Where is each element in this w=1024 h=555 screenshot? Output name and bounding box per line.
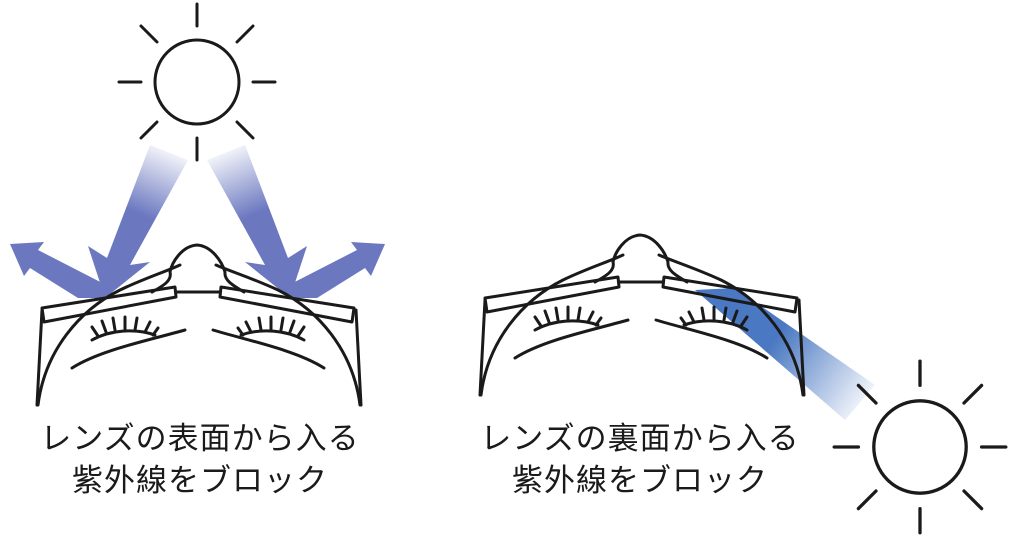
- right-sun-icon: [832, 359, 1008, 535]
- left-caption: レンズの表面から入る 紫外線をブロック: [0, 418, 410, 502]
- left-sun-icon: [117, 2, 277, 162]
- left-caption-line2: 紫外線をブロック: [72, 463, 328, 499]
- reflected-uv-arrow-right: [283, 242, 385, 298]
- left-face-with-glasses-icon: [35, 243, 363, 407]
- right-caption-line2: 紫外線をブロック: [512, 463, 768, 499]
- left-caption-line1: レンズの表面から入る: [40, 421, 360, 457]
- incoming-uv-arrow-right: [207, 145, 307, 298]
- right-caption: レンズの裏面から入る 紫外線をブロック: [430, 418, 850, 502]
- back-uv-beam: [695, 288, 875, 420]
- incoming-uv-arrow-left: [88, 145, 188, 298]
- front-uv-arrows: [10, 145, 385, 298]
- reflected-uv-arrow-left: [10, 242, 112, 298]
- right-caption-line1: レンズの裏面から入る: [480, 421, 800, 457]
